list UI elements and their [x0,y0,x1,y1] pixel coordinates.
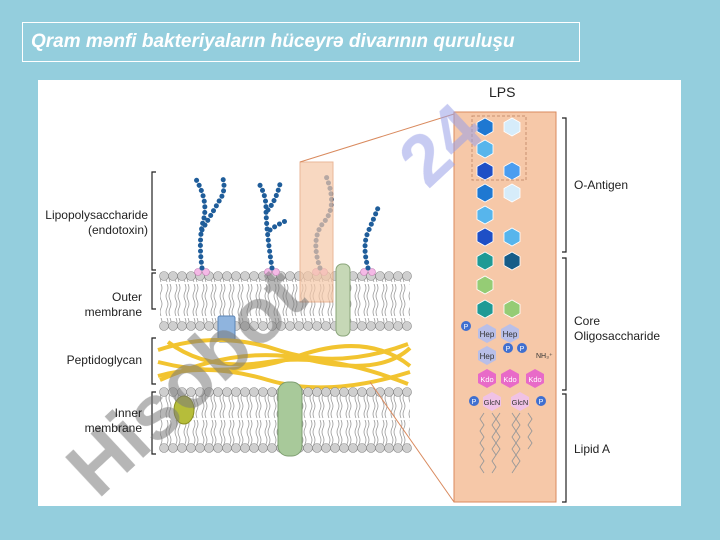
hep-sugar-1 [478,324,496,343]
phosphate-text-3: P [520,346,525,353]
label-lipid-a: Lipid A [574,442,611,456]
label-lipopolysaccharide: Lipopolysaccharide (endotoxin) [40,208,148,238]
bottom-strip [0,518,720,540]
kdo-text-1: Kdo [480,375,493,384]
glcn-sugars [483,392,529,411]
outer-membrane-heads-bottom [159,321,412,331]
kdo-sugars [478,369,544,388]
hep-text-1: Hep [480,330,495,339]
phosphate-groups [461,321,546,406]
hep-sugar-3 [478,346,496,365]
outer-membrane-tails [160,276,410,326]
outer-membrane-heads-top [159,271,412,281]
connector-bottom [369,381,455,503]
label-outer-membrane-text: Outer membrane [84,290,142,319]
lps-chains [191,173,381,271]
outer-membrane-protein [335,263,351,337]
glcn-text-1: GlcN [484,398,501,407]
inner-membrane-protein-small [173,395,195,425]
label-inner-membrane: Inner membrane [40,406,142,436]
connector-top [299,113,455,163]
peptidoglycan-layer [157,338,412,390]
label-outer-membrane: Outer membrane [40,290,142,320]
core-sugars [476,251,521,319]
o-antigen-sugars [476,117,521,247]
phosphate-text-2: P [506,346,511,353]
hep-sugar-2 [501,324,519,343]
inner-membrane-protein-large [277,381,303,457]
phosphate-text-5: P [539,399,544,406]
label-core-oligosaccharide: Core Oligosaccharide [574,314,660,344]
glcn-text-2: GlcN [512,398,529,407]
label-lps-text: Lipopolysaccharide (endotoxin) [45,208,148,237]
left-brackets [151,171,156,455]
phosphate-text-1: P [464,324,469,331]
label-peptidoglycan: Peptidoglycan [66,353,142,367]
lipid-a-chains [479,412,533,474]
hep-text-3: Hep [480,352,495,361]
o-antigen-repeat-unit [471,115,527,181]
right-brackets [562,117,567,503]
kdo-text-3: Kdo [528,375,541,384]
amine-text: NH₃⁺ [536,353,553,360]
lps-title: LPS [489,84,516,100]
inner-membrane-heads-top [159,387,412,397]
hep-text-2: Hep [503,330,518,339]
label-core-text: Core Oligosaccharide [574,314,661,343]
slide-title: Qram mənfi bakteriyaların hüceyrə divarı… [22,22,580,62]
hep-sugars [478,324,519,365]
kdo-text-2: Kdo [503,375,516,384]
label-o-antigen: O-Antigen [574,178,629,192]
lps-highlight-strip [299,161,334,303]
label-inner-membrane-text: Inner membrane [84,406,142,435]
inner-membrane-heads-bottom [159,443,412,453]
phosphate-text-4: P [472,399,477,406]
cell-wall-diagram: Hep Hep Hep Kdo Kdo Kdo GlcN GlcN P P P … [38,80,681,506]
diagram-svg: Hep Hep Hep Kdo Kdo Kdo GlcN GlcN P P P … [50,89,567,506]
